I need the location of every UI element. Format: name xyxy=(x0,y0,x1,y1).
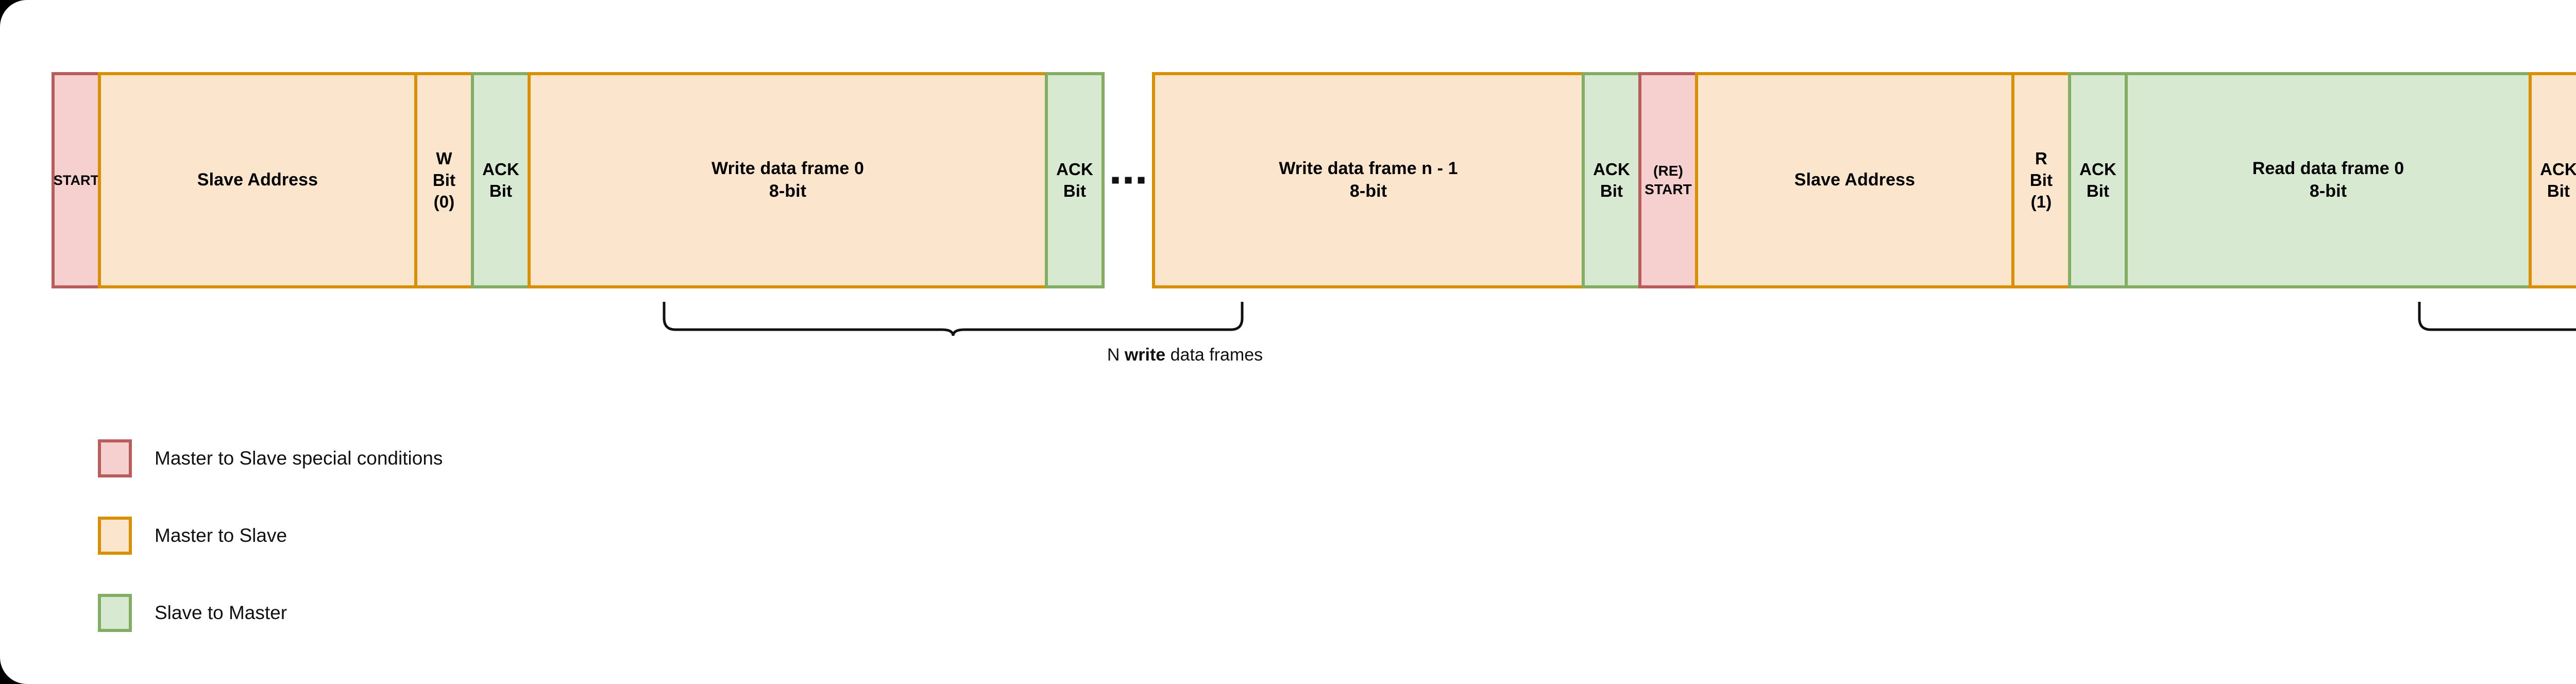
frame-block-ack-bit-addr-write[interactable]: ACK Bit xyxy=(471,72,531,288)
frame-block-label: ACK xyxy=(2079,159,2116,179)
frame-block-label: (1) xyxy=(2030,192,2052,212)
frame-block-label: START xyxy=(53,172,99,188)
frame-block-label: 8-bit xyxy=(769,181,807,201)
frame-block-ack-bit-read-0[interactable]: ACK Bit xyxy=(2529,72,2576,288)
frame-block-label: R xyxy=(2035,148,2047,168)
frame-block-label: ACK xyxy=(482,159,519,179)
frame-block-label: Write data frame n - 1 xyxy=(1279,159,1458,179)
frame-block-label: Read data frame 0 xyxy=(2252,159,2404,179)
frame-block-ack-bit-write-0[interactable]: ACK Bit xyxy=(1045,72,1105,288)
legend-swatch xyxy=(98,439,132,477)
frame-block-label: Bit xyxy=(2029,170,2053,190)
frame-block-label: ACK xyxy=(1056,159,1093,179)
legend-swatch xyxy=(98,517,132,555)
legend-label: Master to Slave special conditions xyxy=(155,448,443,469)
legend-swatch xyxy=(98,594,132,632)
write-frames-brace xyxy=(662,302,1244,336)
frame-block-label: 8-bit xyxy=(2309,181,2347,201)
ellipsis-icon xyxy=(1112,177,1145,184)
frame-block-slave-address-write[interactable]: Slave Address xyxy=(98,72,417,288)
frame-block-start[interactable]: START xyxy=(52,72,101,288)
frame-block-label: ACK xyxy=(2540,159,2576,179)
frame-block-label: Bit xyxy=(2086,181,2110,200)
legend-label: Slave to Master xyxy=(155,602,287,623)
frame-block-label: Slave Address xyxy=(1794,170,1916,190)
legend-label: Master to Slave xyxy=(155,525,287,546)
frame-block-label: Slave Address xyxy=(197,170,318,190)
frame-block-label: Bit xyxy=(1600,181,1623,200)
frame-block-label: (0) xyxy=(433,192,455,212)
frame-block-ack-bit-addr-read[interactable]: ACK Bit xyxy=(2068,72,2128,288)
read-frames-brace xyxy=(2417,302,2576,336)
frame-block-label: W xyxy=(436,148,452,168)
frame-block-slave-address-read[interactable]: Slave Address xyxy=(1695,72,2014,288)
ellipsis-write xyxy=(1105,72,1152,288)
write-frames-brace-label: N write data frames xyxy=(1107,345,1263,365)
frame-block-label: Bit xyxy=(489,181,513,200)
frame-block-repeated-start[interactable]: (RE) START xyxy=(1638,72,1698,288)
frame-block-label: Bit xyxy=(432,170,456,190)
legend-master-special: Master to Slave special conditions xyxy=(98,439,443,477)
frame-block-label: START xyxy=(1645,181,1692,197)
frame-block-label: 8-bit xyxy=(1349,181,1387,201)
brace-icon xyxy=(663,302,1244,336)
frame-block-label: ACK xyxy=(1593,159,1630,179)
frame-block-ack-bit-write-n[interactable]: ACK Bit xyxy=(1582,72,1641,288)
legend-master-to-slave: Master to Slave xyxy=(98,517,443,555)
brace-icon xyxy=(2418,302,2576,331)
frame-block-label: Bit xyxy=(1063,181,1087,200)
frame-block-label: Write data frame 0 xyxy=(711,159,864,179)
frame-block-label: Bit xyxy=(2547,181,2570,200)
legend-slave-to-master: Slave to Master xyxy=(98,594,443,632)
frame-block-label: (RE) xyxy=(1653,163,1683,179)
